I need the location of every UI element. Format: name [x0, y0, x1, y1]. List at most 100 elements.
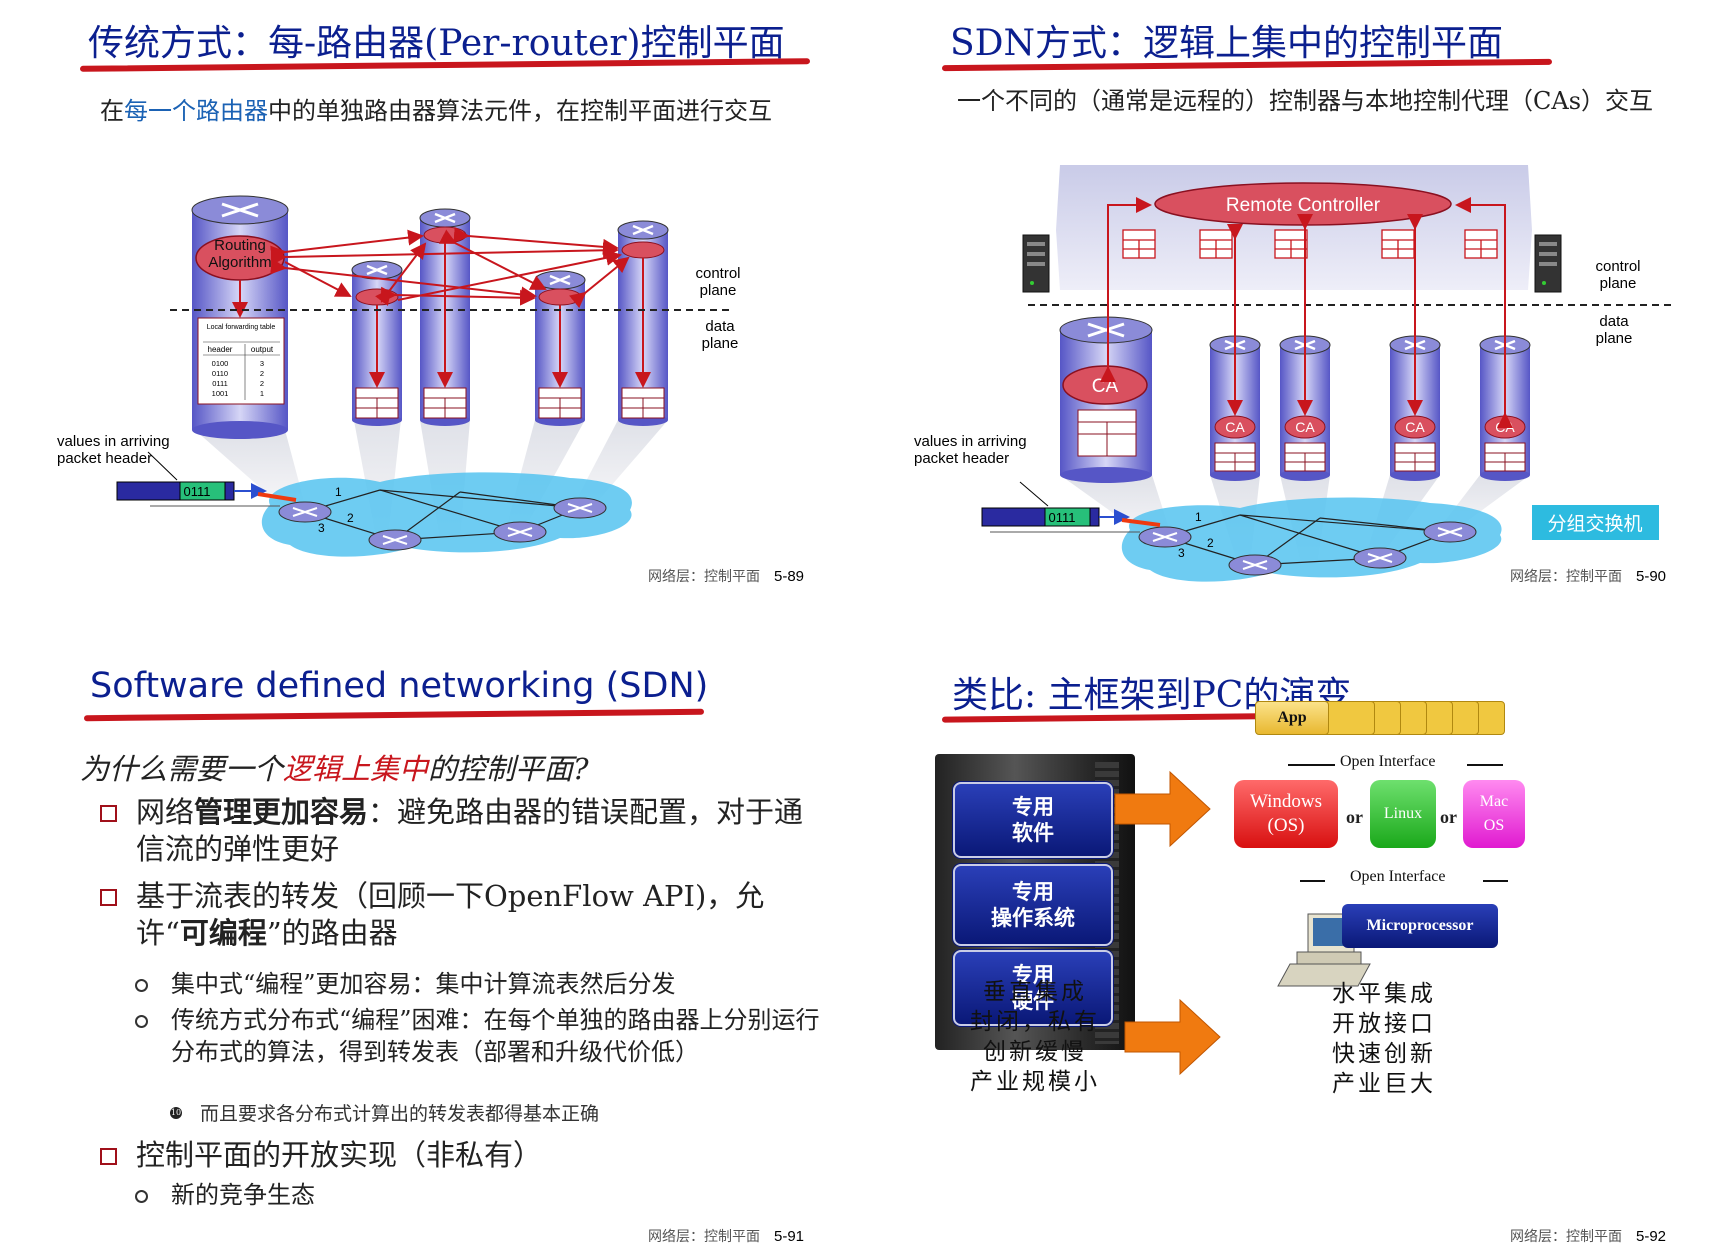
- fwd-table-title: Local forwarding table: [207, 324, 276, 331]
- why-highlight: 逻辑上集中: [283, 752, 429, 786]
- bullet-easier-management: 网络管理更加容易：避免路由器的错误配置，对于通信流的弹性更好: [100, 794, 830, 868]
- fwd-table-cell: 0111: [212, 379, 228, 388]
- slide-5-92: 类比: 主框架到PC的演变 专用 软件 专用 操作系统 专用 硬件 垂直集成 封…: [860, 624, 1720, 1249]
- port-label: 2: [1207, 536, 1214, 550]
- arrow-right-icon: [1124, 998, 1221, 1076]
- ca-label: CA: [1225, 419, 1245, 435]
- per-router-diagram: Local forwarding table header output 010…: [116, 195, 730, 557]
- bullet-text: 基于流表的转发（回顾一下OpenFlow API)，允许“: [136, 879, 765, 950]
- page-number: 5-89: [774, 568, 805, 585]
- fwd-table-cell: 2: [260, 369, 264, 378]
- property-text: 产业巨大: [1332, 1071, 1436, 1097]
- title-underline: [83, 708, 705, 722]
- control-plane-label: control plane: [695, 265, 741, 299]
- sub-bullet-distributed: 传统方式分布式“编程”困难：在每个单独的路由器上分别运行分布式的算法，得到转发表…: [135, 1004, 835, 1068]
- fwd-table-header: output: [251, 345, 274, 354]
- slide-title: SDN方式：逻辑上集中的控制平面: [950, 23, 1504, 64]
- sub-bullet-centralized: 集中式“编程”更加容易：集中计算流表然后分发: [135, 968, 835, 1000]
- arriving-packet: 0111: [116, 451, 297, 507]
- router-with-routing-algorithm: [191, 195, 289, 439]
- subtitle-highlight: 每一个路由器: [124, 97, 268, 125]
- property-text: 开放接口: [1332, 1011, 1436, 1037]
- ca-label: CA: [1295, 419, 1315, 435]
- bullet-bold: 可编程: [179, 916, 267, 950]
- port-label: 3: [1178, 546, 1185, 560]
- ca-label: CA: [1092, 376, 1119, 397]
- port-label: 1: [335, 485, 342, 499]
- linux-os-button: Linux: [1370, 780, 1436, 848]
- slide-title: Software defined networking (SDN): [90, 666, 709, 706]
- ca-label: CA: [1495, 419, 1515, 435]
- app-card-front: App: [1255, 701, 1329, 735]
- property-text: 水平集成: [1332, 981, 1436, 1007]
- router-beam: [195, 430, 305, 505]
- bullet-square-icon: [100, 889, 117, 906]
- why-text: 为什么需要一个: [80, 752, 284, 786]
- bullet-flow-table-forwarding: 基于流表的转发（回顾一下OpenFlow API)，允许“可编程”的路由器: [100, 878, 830, 952]
- sub-bullet-text: 集中式“编程”更加容易：集中计算流表然后分发: [171, 970, 676, 998]
- fwd-table-cell: 3: [260, 359, 264, 368]
- bullet-circle-icon: [135, 979, 148, 992]
- packet-header-bits: 0111: [1049, 510, 1076, 525]
- dedicated-os-box: 专用 操作系统: [953, 864, 1113, 946]
- app-stack: App: [1255, 701, 1505, 735]
- why-text-rest: 的控制平面?: [428, 752, 589, 786]
- slide-subtitle: 在每一个路由器中的单独路由器算法元件，在控制平面进行交互: [100, 95, 840, 128]
- switch-badge: [1532, 505, 1659, 540]
- property-text: 快速创新: [1332, 1041, 1436, 1067]
- property-text: 产业规模小: [970, 1069, 1100, 1095]
- dedicated-hardware-box: 专用 硬件: [953, 950, 1113, 1026]
- values-arriving-label: values in arriving packet header: [914, 433, 1027, 467]
- sub-bullet-new-ecosystem: 新的竞争生态: [135, 1179, 835, 1211]
- windows-os-button: Windows (OS): [1234, 780, 1338, 848]
- bullet-number-icon: 10: [170, 1107, 182, 1119]
- port-label: 3: [318, 521, 325, 535]
- fwd-table-cell: 0110: [212, 369, 228, 378]
- bullet-open-implementation: 控制平面的开放实现（非私有）: [100, 1137, 830, 1174]
- subtitle-text: 在: [100, 97, 124, 125]
- slide-5-90: SDN方式：逻辑上集中的控制平面 一个不同的（通常是远程的）控制器与本地控制代理…: [860, 0, 1720, 624]
- property-text: 封闭，私有: [970, 1009, 1100, 1035]
- fwd-table-cell: 0100: [212, 359, 229, 368]
- data-plane-label: data plane: [701, 318, 739, 352]
- page-number: 5-90: [1636, 568, 1667, 585]
- mainframe: 专用 软件 专用 操作系统 专用 硬件: [935, 754, 1135, 1050]
- page-number: 5-92: [1636, 1228, 1667, 1245]
- router-cylinders: [351, 208, 669, 426]
- router-with-ca: [1059, 316, 1153, 483]
- microprocessor-box: Microprocessor: [1342, 904, 1498, 948]
- packet-header-bits: 0111: [184, 484, 211, 499]
- fwd-table-cell: 1: [260, 389, 264, 398]
- fwd-table-header: header: [208, 345, 233, 354]
- ca-label: CA: [1405, 419, 1425, 435]
- switch-badge-label: 分组交换机: [1547, 513, 1642, 535]
- arriving-packet: 0111: [981, 481, 1161, 533]
- slide-5-91: Software defined networking (SDN) 为什么需要一…: [0, 624, 860, 1249]
- why-question: 为什么需要一个逻辑上集中的控制平面?: [80, 746, 589, 788]
- bullet-circle-icon: [135, 1190, 148, 1203]
- slide-5-89: 传统方式：每-路由器(Per-router)控制平面 在每一个路由器中的单独路由…: [0, 0, 860, 624]
- page-number: 5-91: [774, 1228, 805, 1245]
- values-arriving-label: values in arriving packet header: [57, 433, 170, 467]
- right-properties: 水平集成 开放接口 快速创新 产业巨大: [1284, 979, 1484, 1099]
- slide-subtitle: 一个不同的（通常是远程的）控制器与本地控制代理（CAs）交互: [957, 87, 1654, 115]
- mac-os-button: Mac OS: [1463, 780, 1525, 848]
- page-footer-label: 网络层：控制平面: [648, 569, 760, 585]
- data-plane-label: data plane: [1595, 313, 1633, 347]
- controller-ca-messages: [1100, 197, 1513, 428]
- sub-bullet-text: 传统方式分布式“编程”困难：在每个单独的路由器上分别运行分布式的算法，得到转发表…: [171, 1006, 820, 1066]
- property-text: 创新缓慢: [983, 1039, 1087, 1065]
- property-text: 垂直集成: [983, 979, 1087, 1005]
- bullet-text: 控制平面的开放实现（非私有）: [136, 1138, 543, 1172]
- bullet-text: 网络: [136, 795, 195, 829]
- slide-title: 传统方式：每-路由器(Per-router)控制平面: [88, 23, 785, 64]
- network-cloud: [1121, 497, 1502, 582]
- control-plane-label: control plane: [1595, 258, 1641, 292]
- page-footer: 网络层：控制平面 5-89: [648, 566, 804, 586]
- bullet-text-rest: ：避免路由器的错误配置，对于通信流的弹性更好: [136, 795, 804, 866]
- open-interface-label: Open Interface: [1350, 868, 1446, 885]
- server-icon: [1022, 234, 1050, 293]
- router-cylinders: [1209, 335, 1531, 481]
